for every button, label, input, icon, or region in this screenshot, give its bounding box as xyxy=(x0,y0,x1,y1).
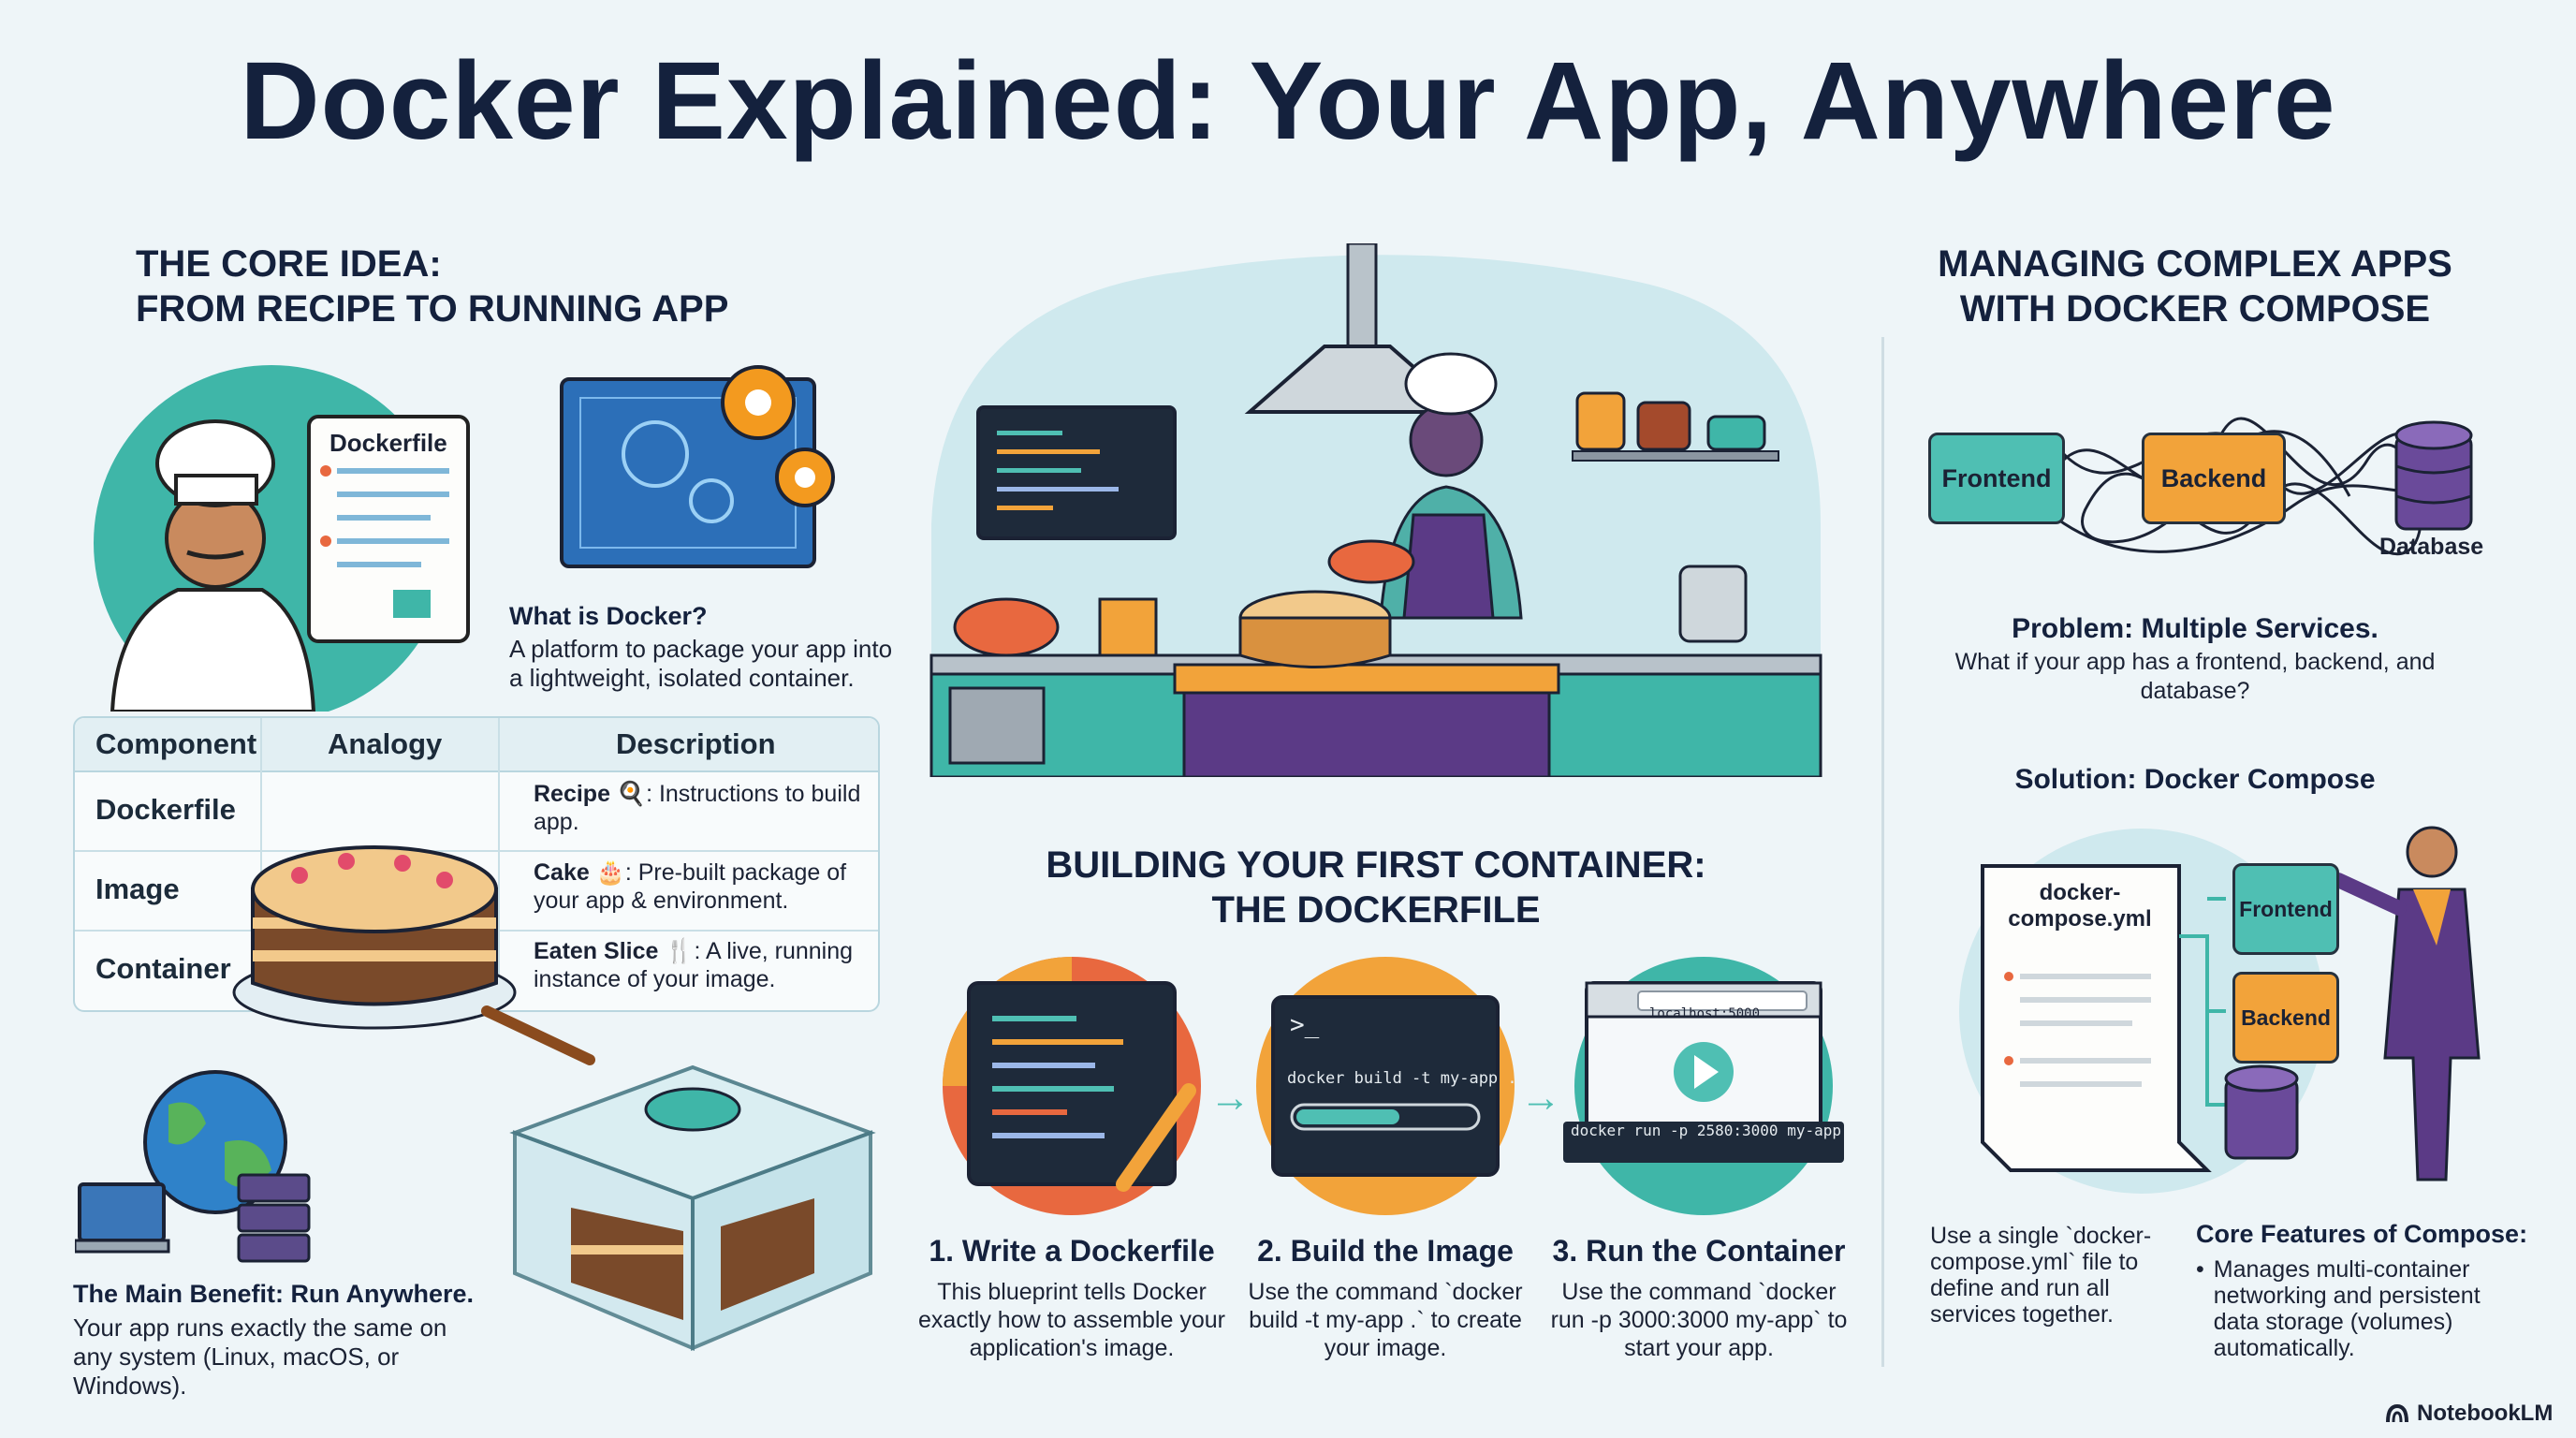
bullet-icon: • xyxy=(2196,1256,2204,1283)
problem-title: Problem: Multiple Services. xyxy=(2012,613,2378,644)
kitchen-chef-illustration xyxy=(929,243,1822,777)
comparison-table: Component Analogy Description Dockerfile… xyxy=(73,716,880,1012)
scroll-label: Dockerfile xyxy=(329,429,447,457)
table-row-container-description: Eaten Slice 🍴: A live, running instance … xyxy=(534,937,871,993)
core-idea-heading-line2: FROM RECIPE TO RUNNING APP xyxy=(136,288,729,330)
page-title: Docker Explained: Your App, Anywhere xyxy=(240,39,2336,163)
compose-use-text: Use a single `docker-compose.yml` file t… xyxy=(1930,1223,2152,1328)
container-box-illustration xyxy=(509,1064,876,1352)
cake-illustration xyxy=(232,845,595,1065)
compose-heading-line1: MANAGING COMPLEX APPS xyxy=(1938,243,2452,285)
analogy-text: : Instructions to build app. xyxy=(534,781,861,835)
write-dockerfile-illustration xyxy=(943,957,1201,1215)
table-row-image-description: Cake 🎂: Pre-built package of your app & … xyxy=(534,858,871,915)
compose-backend-box: Backend xyxy=(2232,972,2339,1064)
compose-heading: MANAGING COMPLEX APPS WITH DOCKER COMPOS… xyxy=(1910,242,2481,331)
brand-label: NotebookLM xyxy=(2417,1401,2554,1426)
table-header-component: Component xyxy=(95,727,257,760)
table-header-description: Description xyxy=(616,727,776,760)
step-text: Use the command `docker run -p 3000:3000… xyxy=(1550,1279,1848,1361)
analogy-text: : A live, running instance of your image… xyxy=(534,938,854,992)
step-arrow-icon: → xyxy=(1520,1075,1561,1121)
analogy-term: Recipe 🍳 xyxy=(534,781,647,807)
step-build-image: 2. Build the Image Use the command `dock… xyxy=(1236,1234,1535,1362)
table-divider xyxy=(498,718,500,1010)
table-row-dockerfile-component: Dockerfile xyxy=(95,793,236,826)
step-title: 1. Write a Dockerfile xyxy=(929,1234,1215,1268)
terminal-build-command: docker build -t my-app . xyxy=(1287,1069,1517,1088)
notebooklm-logo-icon xyxy=(2386,1403,2408,1423)
frontend-service-box: Frontend xyxy=(1928,433,2065,524)
main-benefit-text: Your app runs exactly the same on any sy… xyxy=(73,1313,447,1400)
step-write-dockerfile: 1. Write a Dockerfile This blueprint tel… xyxy=(917,1234,1226,1362)
run-container-illustration xyxy=(1563,957,1844,1215)
analogy-term: Cake 🎂 xyxy=(534,859,625,886)
browser-url: localhost:5000 xyxy=(1649,1006,1761,1021)
solution-title: Solution: Docker Compose xyxy=(2014,764,2376,795)
step-title: 3. Run the Container xyxy=(1552,1234,1846,1268)
compose-features-title: Core Features of Compose: xyxy=(2196,1220,2528,1248)
backend-service-box: Backend xyxy=(2142,433,2286,524)
compose-file-label: docker-compose.yml xyxy=(2008,880,2152,932)
building-heading-line1: BUILDING YOUR FIRST CONTAINER: xyxy=(1046,844,1706,886)
column-divider xyxy=(1881,337,1884,1367)
chef-recipe-illustration xyxy=(94,365,470,712)
core-idea-heading: THE CORE IDEA: FROM RECIPE TO RUNNING AP… xyxy=(136,242,728,331)
table-divider xyxy=(75,850,878,852)
compose-features-item: • Manages multi-container networking and… xyxy=(2196,1256,2505,1361)
step-title: 2. Build the Image xyxy=(1257,1234,1514,1268)
table-divider xyxy=(260,718,262,1010)
step-text: This blueprint tells Docker exactly how … xyxy=(918,1279,1225,1361)
table-row-dockerfile-description: Recipe 🍳: Instructions to build app. xyxy=(534,780,871,836)
main-benefit-title: The Main Benefit: Run Anywhere. xyxy=(73,1280,475,1308)
analogy-term: Eaten Slice 🍴 xyxy=(534,938,695,964)
database-label: Database xyxy=(2379,534,2484,560)
compose-frontend-box: Frontend xyxy=(2232,863,2339,955)
build-image-illustration xyxy=(1256,957,1515,1215)
compose-heading-line2: WITH DOCKER COMPOSE xyxy=(1959,288,2431,330)
what-is-docker-text: A platform to package your app into a li… xyxy=(509,635,893,692)
problem-text: What if your app has a frontend, backend… xyxy=(1954,649,2436,704)
table-row-image-component: Image xyxy=(95,873,180,905)
step-text: Use the command `docker build -t my-app … xyxy=(1248,1279,1523,1361)
what-is-docker-title: What is Docker? xyxy=(509,602,708,630)
table-header-row xyxy=(75,718,878,772)
terminal-prompt-icon: >_ xyxy=(1290,1011,1320,1039)
step-arrow-icon: → xyxy=(1209,1075,1251,1121)
step-run-container: 3. Run the Container Use the command `do… xyxy=(1549,1234,1849,1362)
building-heading: BUILDING YOUR FIRST CONTAINER: THE DOCKE… xyxy=(955,843,1797,932)
core-idea-heading-line1: THE CORE IDEA: xyxy=(136,243,442,285)
blueprint-gears-illustration xyxy=(560,365,835,568)
analogy-text: : Pre-built package of your app & enviro… xyxy=(534,859,847,914)
building-heading-line2: THE DOCKERFILE xyxy=(1211,889,1541,931)
table-header-analogy: Analogy xyxy=(328,727,443,760)
table-row-container-component: Container xyxy=(95,952,231,985)
run-anywhere-illustration xyxy=(75,1070,311,1263)
notebooklm-brand: NotebookLM xyxy=(2385,1401,2553,1427)
compose-features-text: Manages multi-container networking and p… xyxy=(2213,1256,2481,1361)
terminal-run-command: docker run -p 2580:3000 my-app xyxy=(1571,1122,1841,1139)
